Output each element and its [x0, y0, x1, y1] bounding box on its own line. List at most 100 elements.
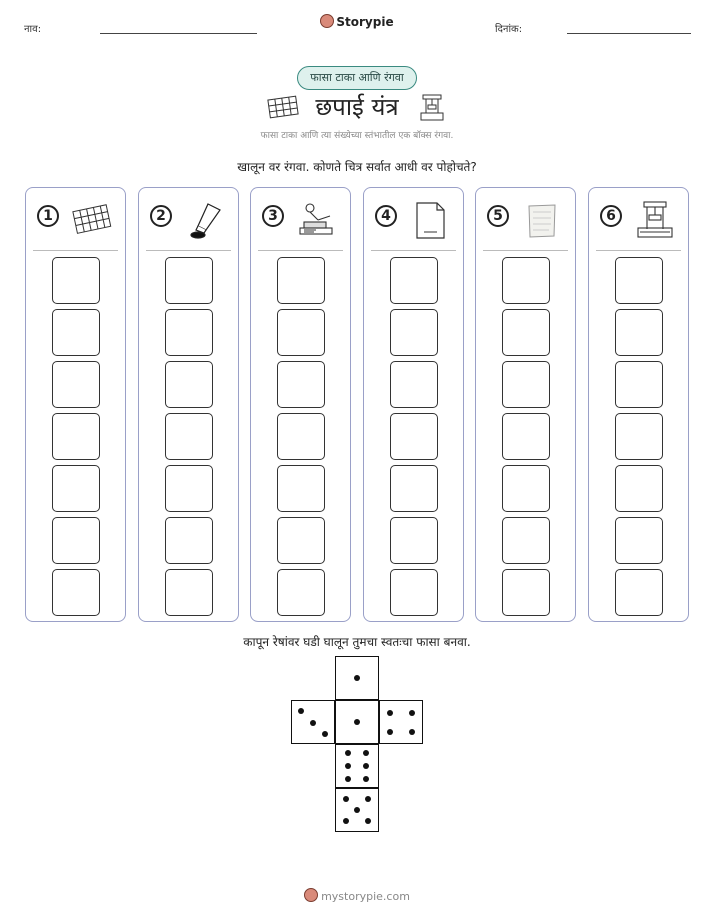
- dice-pip: [387, 710, 393, 717]
- dice-pip: [345, 763, 352, 769]
- printing-press-icon: [637, 201, 673, 238]
- color-box[interactable]: [165, 465, 213, 512]
- color-box[interactable]: [390, 517, 438, 564]
- dice-pip: [343, 818, 349, 824]
- color-box[interactable]: [277, 465, 325, 512]
- color-box[interactable]: [52, 413, 100, 460]
- dice-pip: [409, 728, 415, 735]
- footer-url: mystorypie.com: [321, 890, 410, 903]
- ink-tube-icon: [190, 203, 221, 239]
- color-box[interactable]: [615, 413, 663, 460]
- type-tray-icon: [72, 204, 112, 234]
- parchment-icon: [528, 204, 556, 238]
- dice-face-1: [335, 700, 379, 744]
- color-box[interactable]: [165, 361, 213, 408]
- dice-pip: [365, 818, 371, 824]
- column-4: 4: [363, 187, 464, 622]
- dice-pip: [343, 796, 349, 802]
- bear-icon: [304, 888, 319, 902]
- dice-face-4: [379, 700, 423, 744]
- column-1: 1: [25, 187, 126, 622]
- color-box[interactable]: [615, 517, 663, 564]
- color-box[interactable]: [52, 465, 100, 512]
- color-box[interactable]: [502, 465, 550, 512]
- color-box[interactable]: [615, 361, 663, 408]
- dice-pip: [310, 719, 316, 726]
- color-box[interactable]: [165, 413, 213, 460]
- color-box[interactable]: [390, 309, 438, 356]
- dice-face-5: [335, 788, 379, 832]
- color-box[interactable]: [52, 361, 100, 408]
- column-divider: [371, 250, 456, 251]
- color-box[interactable]: [502, 361, 550, 408]
- color-box[interactable]: [165, 309, 213, 356]
- column-divider: [258, 250, 343, 251]
- cut-instruction: कापून रेषांवर घडी घालून तुमचा स्वतःचा फा…: [243, 635, 471, 649]
- color-box[interactable]: [165, 517, 213, 564]
- dice-face-1: [335, 656, 379, 700]
- printing-press-icon: [420, 94, 444, 121]
- brand-logo: Storypie: [0, 14, 714, 29]
- color-box[interactable]: [615, 309, 663, 356]
- color-box[interactable]: [165, 257, 213, 304]
- column-number: 3: [262, 205, 284, 227]
- dice-pip: [362, 749, 369, 756]
- column-3: 3: [250, 187, 351, 622]
- column-number: 6: [600, 205, 622, 227]
- color-box[interactable]: [52, 309, 100, 356]
- color-box[interactable]: [277, 413, 325, 460]
- color-box[interactable]: [615, 257, 663, 304]
- color-box[interactable]: [502, 309, 550, 356]
- column-divider: [146, 250, 231, 251]
- name-line[interactable]: [100, 33, 257, 34]
- color-box[interactable]: [277, 361, 325, 408]
- dice-pip: [362, 763, 369, 769]
- dice-pip: [345, 776, 352, 783]
- dice-face-3: [291, 700, 335, 744]
- subtitle: फासा टाका आणि त्या संख्येच्या स्तंभातील …: [260, 131, 454, 141]
- paper-sheet-icon: [416, 202, 445, 239]
- activity-pill: फासा टाका आणि रंगवा: [297, 66, 417, 90]
- column-number: 4: [375, 205, 397, 227]
- color-box[interactable]: [165, 569, 213, 616]
- color-box[interactable]: [502, 517, 550, 564]
- dice-pip: [354, 675, 360, 681]
- page-title: छपाई यंत्र: [315, 93, 399, 121]
- color-box[interactable]: [615, 569, 663, 616]
- stamp-press-icon: [299, 203, 333, 235]
- dice-pip: [345, 749, 352, 756]
- column-number: 1: [37, 205, 59, 227]
- type-tray-icon: [267, 95, 299, 119]
- color-box[interactable]: [52, 257, 100, 304]
- brand-name: Storypie: [336, 15, 394, 29]
- color-box[interactable]: [390, 361, 438, 408]
- color-box[interactable]: [52, 569, 100, 616]
- column-2: 2: [138, 187, 239, 622]
- color-box[interactable]: [390, 569, 438, 616]
- footer: mystorypie.com: [0, 888, 714, 903]
- color-box[interactable]: [502, 569, 550, 616]
- column-divider: [483, 250, 568, 251]
- bear-icon: [320, 14, 335, 28]
- column-number: 5: [487, 205, 509, 227]
- color-box[interactable]: [390, 465, 438, 512]
- color-box[interactable]: [52, 517, 100, 564]
- instruction: खालून वर रंगवा. कोणते चित्र सर्वात आधी व…: [237, 160, 477, 174]
- dice-pip: [387, 728, 393, 735]
- column-divider: [596, 250, 681, 251]
- dice-pip: [365, 796, 371, 802]
- color-box[interactable]: [277, 257, 325, 304]
- name-label: नाव:: [24, 24, 42, 35]
- column-divider: [33, 250, 118, 251]
- date-line[interactable]: [567, 33, 691, 34]
- color-box[interactable]: [277, 569, 325, 616]
- color-box[interactable]: [502, 257, 550, 304]
- color-box[interactable]: [390, 257, 438, 304]
- color-box[interactable]: [615, 465, 663, 512]
- color-box[interactable]: [502, 413, 550, 460]
- dice-pip: [354, 719, 360, 725]
- column-6: 6: [588, 187, 689, 622]
- color-box[interactable]: [277, 309, 325, 356]
- color-box[interactable]: [277, 517, 325, 564]
- color-box[interactable]: [390, 413, 438, 460]
